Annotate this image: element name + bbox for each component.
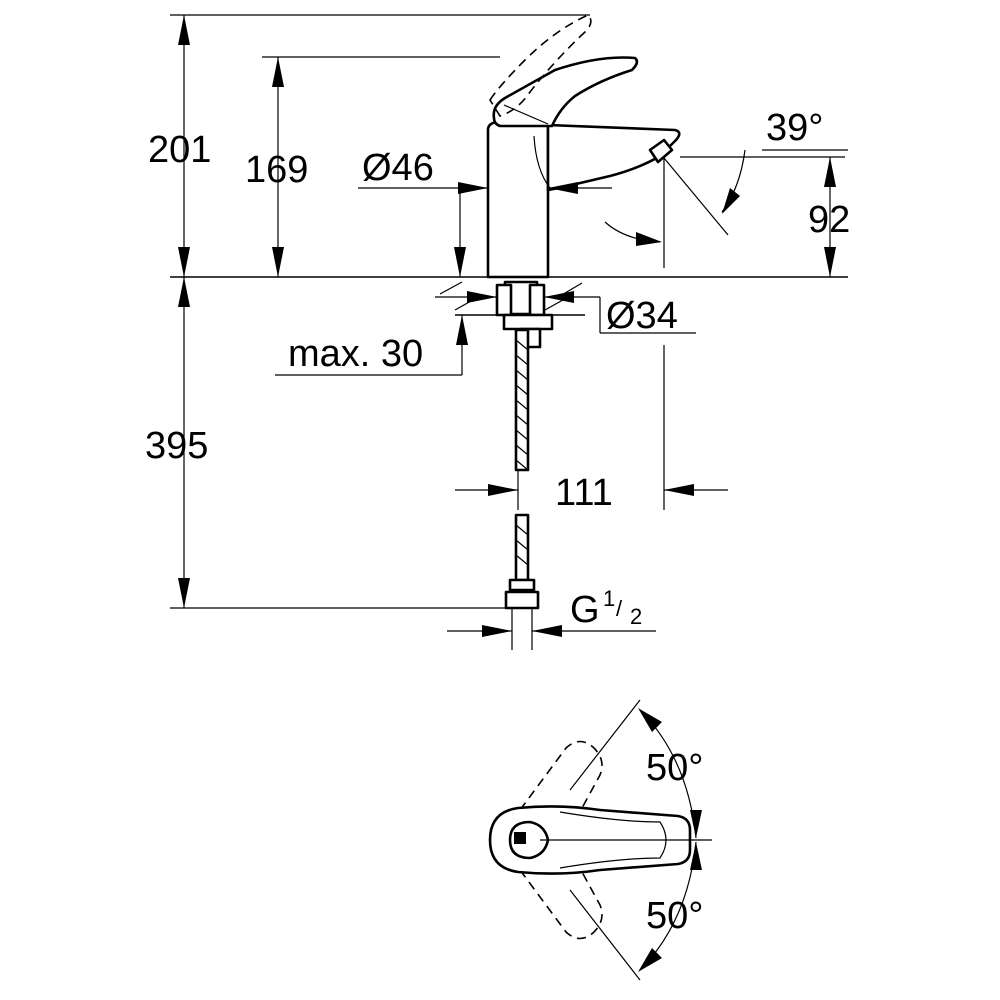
top-view-indicator (514, 832, 526, 844)
spout-height-label: 169 (245, 149, 308, 191)
spout-angle-label: 39° (766, 107, 823, 149)
faucet-lever (492, 56, 639, 128)
lever-rotated-right-outline (519, 849, 603, 940)
lever-angle-right-label: 50° (646, 895, 703, 937)
thread-numerator-label: 1 (603, 586, 615, 611)
dim-spout-height (262, 56, 500, 277)
mounting-shank (495, 280, 554, 349)
lever-rotated-left-outline (519, 740, 603, 831)
faucet-body (486, 120, 550, 279)
lever-angle-left-label: 50° (646, 747, 703, 789)
spout-curve (533, 135, 551, 189)
thread-prefix-label: G (570, 589, 600, 631)
dim-thread (447, 625, 656, 637)
thread-slash: / (616, 596, 623, 621)
dim-total-height (170, 14, 590, 277)
dim-body-diameter (358, 182, 612, 277)
dim-outlet-height (824, 157, 836, 277)
lever-raised-outline (489, 14, 592, 117)
body-diameter-label: Ø46 (362, 147, 434, 189)
dim-spout-reach (455, 345, 728, 510)
thread-denominator-label: 2 (630, 604, 642, 629)
dim-max-deck (275, 315, 468, 376)
outlet-height-label: 92 (808, 199, 850, 241)
dim-mount-hole (435, 291, 696, 334)
spout-reach-label: 111 (555, 472, 613, 514)
dim-hose-length (170, 277, 506, 609)
lever-detail (503, 104, 549, 125)
hose-length-label: 395 (145, 425, 208, 467)
total-height-label: 201 (148, 129, 211, 171)
aerator (648, 138, 674, 164)
max-deck-label: max. 30 (288, 333, 423, 375)
dim-spout-angle (604, 149, 848, 268)
dim-lever-angles (540, 699, 712, 981)
supply-hose (504, 328, 540, 650)
mount-hole-label: Ø34 (606, 295, 678, 337)
